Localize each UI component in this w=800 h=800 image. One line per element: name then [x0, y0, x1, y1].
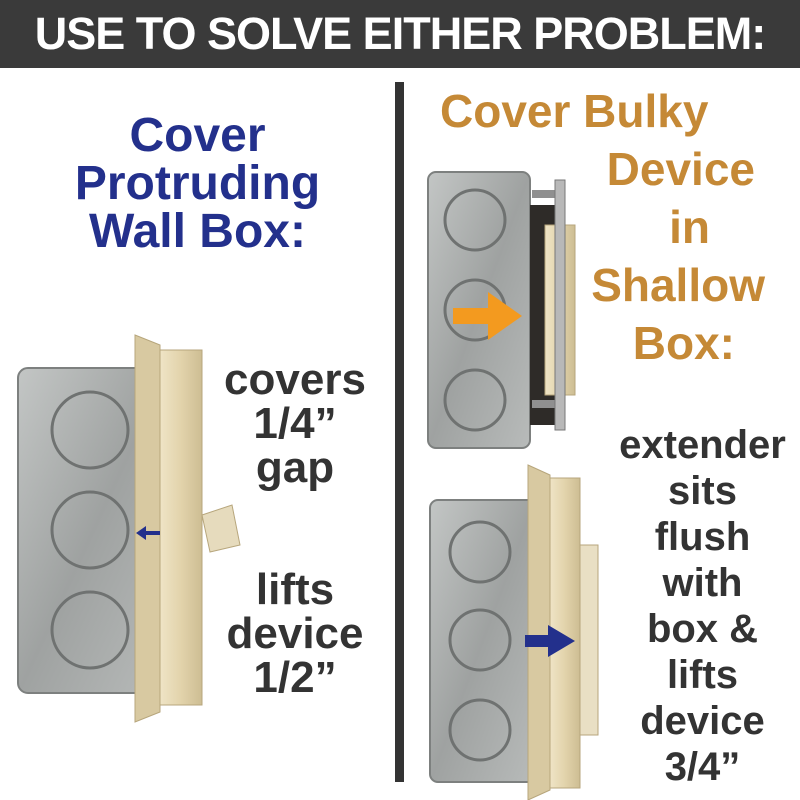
caption-line: device [640, 699, 765, 743]
caption-line: extender [619, 423, 786, 467]
right-caption: extender sits flush with box & lifts dev… [605, 425, 800, 793]
right-heading-line: Device [606, 143, 755, 195]
caption-line: lifts [666, 653, 739, 697]
caption-line: 3/4” [664, 745, 741, 789]
left-arrow-icon [136, 526, 160, 540]
caption-line: 1/4” [253, 399, 337, 448]
caption-line: covers [224, 355, 366, 404]
left-heading-line: Cover [129, 109, 266, 162]
left-heading: Cover Protruding Wall Box: [20, 112, 375, 256]
right-heading-line: Shallow [591, 259, 765, 311]
left-caption-gap: covers 1/4” gap [205, 358, 385, 490]
column-divider [395, 82, 404, 782]
right-bottom-box-photo [429, 464, 599, 800]
banner-title: USE TO SOLVE EITHER PROBLEM: [0, 0, 800, 68]
caption-line: with [662, 561, 743, 605]
left-caption-lift: lifts device 1/2” [205, 568, 385, 700]
caption-line: lifts [255, 565, 335, 614]
caption-line: box & [646, 607, 759, 651]
right-heading-line: in [669, 201, 710, 253]
right-heading: Cover Bulky Device in Shallow Box: [440, 88, 785, 378]
caption-line: flush [654, 515, 751, 559]
right-blue-arrow-icon [525, 625, 575, 657]
right-heading-line: Cover Bulky [440, 85, 709, 137]
caption-line: device [226, 609, 364, 658]
right-orange-arrow-icon [453, 292, 522, 340]
left-heading-line: Protruding [74, 157, 321, 210]
caption-line: sits [668, 469, 737, 513]
right-top-box-photo [427, 171, 576, 449]
right-heading-line: Box: [632, 317, 735, 369]
caption-line: gap [255, 443, 335, 492]
left-box-photo [17, 334, 241, 723]
caption-line: 1/2” [253, 653, 337, 702]
left-heading-line: Wall Box: [89, 205, 306, 258]
